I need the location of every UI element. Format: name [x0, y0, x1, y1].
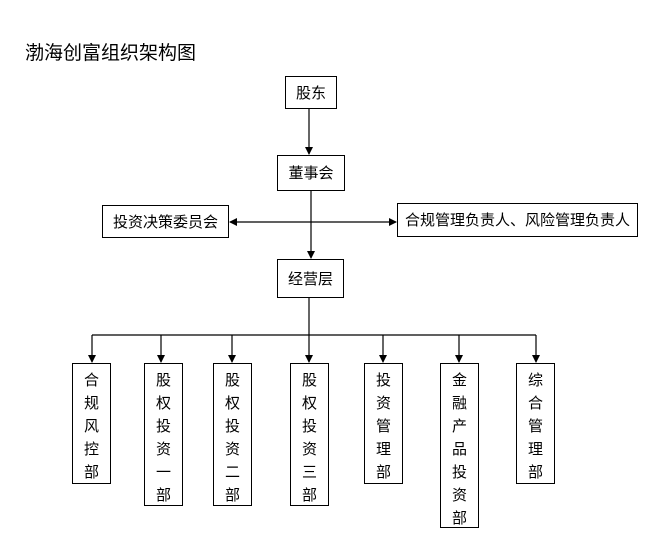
dept-equity-investment-1: 股权投资一部: [144, 363, 183, 506]
dept-label: 股权投资一部: [155, 371, 171, 504]
dept-label: 金融产品投资部: [451, 371, 467, 527]
dept-label: 合规风控部: [83, 371, 99, 481]
node-board: 董事会: [277, 155, 345, 191]
dept-equity-investment-2: 股权投资二部: [213, 363, 252, 506]
dept-label: 投资管理部: [375, 371, 391, 481]
dept-investment-management: 投资管理部: [364, 363, 403, 484]
dept-equity-investment-3: 股权投资三部: [290, 363, 329, 506]
dept-general-management: 综合管理部: [516, 363, 555, 484]
chart-title: 渤海创富组织架构图: [25, 42, 197, 64]
dept-compliance-risk-control: 合规风控部: [72, 363, 111, 484]
dept-label: 股权投资二部: [224, 371, 240, 504]
dept-label: 股权投资三部: [301, 371, 317, 504]
node-investment-committee: 投资决策委员会: [102, 205, 229, 238]
dept-financial-products-investment: 金融产品投资部: [440, 363, 479, 528]
node-shareholders: 股东: [285, 76, 337, 109]
node-compliance-risk-officers: 合规管理负责人、风险管理负责人: [397, 203, 638, 237]
dept-label: 综合管理部: [527, 371, 543, 481]
node-management: 经营层: [277, 259, 344, 298]
